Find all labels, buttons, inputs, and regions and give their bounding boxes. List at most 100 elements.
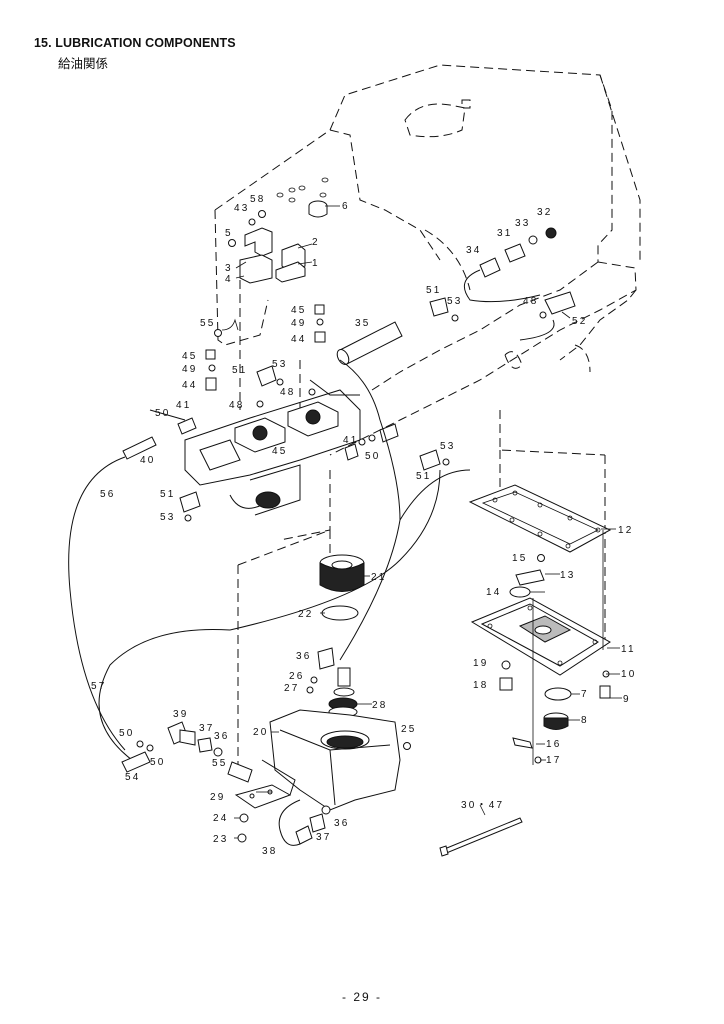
part-label-50: 52 [572, 316, 588, 327]
part-label-11: 11 [621, 644, 636, 655]
part-label-4: 4 [225, 274, 233, 285]
part-label-41b: 41 [343, 435, 359, 446]
oil-tube-upper [463, 269, 555, 341]
page-title: 15. LUBRICATION COMPONENTS [34, 36, 236, 50]
part-30-47-cable-tie [439, 817, 523, 857]
part-label-37b: 37 [316, 832, 332, 843]
part-label-45b: 48 [280, 387, 296, 398]
part-label-34: 34 [466, 245, 482, 256]
part-label-36a: 36 [296, 651, 312, 662]
part-58-53-screws [228, 210, 266, 247]
part-label-7: 7 [581, 689, 589, 700]
part-label-55: 56 [100, 489, 116, 500]
part-label-35: 35 [355, 318, 371, 329]
part-22-oring [321, 605, 359, 621]
page-number: - 29 - [341, 990, 382, 1004]
part-label-17: 17 [546, 755, 562, 766]
leader-lines [234, 205, 622, 839]
part-label-28: 28 [372, 700, 388, 711]
part-label-24: 24 [213, 813, 229, 824]
part-label-32: 32 [537, 207, 553, 218]
part-label-36b: 36 [214, 731, 230, 742]
part-25-screw [403, 742, 411, 750]
part-label-10: 10 [621, 669, 637, 680]
part-19-18-valve [499, 660, 513, 691]
part-48-56-tube-end [121, 740, 154, 773]
part-8-cap [543, 712, 569, 730]
part-label-16: 16 [546, 739, 562, 750]
part-48-41-joint [344, 423, 399, 461]
oil-tube-55 [68, 456, 126, 751]
part-10-9-screws [599, 670, 611, 699]
part-label-49c: 51 [416, 471, 432, 482]
part-label-22: 22 [298, 609, 314, 620]
part-26-27-nuts [306, 676, 318, 694]
part-label-30-47: 30・47 [461, 800, 504, 811]
part-label-3: 3 [225, 263, 233, 274]
oil-tube-57 [98, 469, 441, 761]
part-36-37-38-fittings-lower [278, 799, 331, 846]
part-40-tube-end [122, 436, 157, 460]
part-label-46a: 49 [291, 318, 307, 329]
part-label-57: 57 [91, 681, 107, 692]
part-label-27: 27 [284, 683, 300, 694]
part-41-fitting [177, 417, 197, 435]
part-label-51a: 53 [447, 296, 463, 307]
part-number-labels: 58 43 6 5 2 1 3 4 32 33 31 34 51 53 48 5… [91, 194, 637, 857]
part-label-23: 23 [213, 834, 229, 845]
part-label-26: 26 [289, 671, 305, 682]
part-11-cover-plate [470, 597, 611, 676]
part-39-elbow [167, 721, 196, 746]
part-label-49a: 51 [426, 285, 442, 296]
part-36-28-cap-assembly [317, 647, 358, 718]
part-49-51-clamp-mid [256, 365, 284, 387]
part-label-48c: 50 [119, 728, 135, 739]
part-29-bracket [234, 759, 296, 809]
part-52-screw [214, 318, 239, 337]
right-vertical-lines [532, 530, 604, 765]
part-label-48a: 50 [155, 408, 171, 419]
part-43-46-42-nozzle-lower [205, 349, 217, 391]
part-label-15: 15 [512, 553, 528, 564]
page-subtitle: 給油関係 [58, 56, 109, 71]
part-label-44: 45 [272, 446, 288, 457]
part-31-34-fittings [479, 227, 557, 278]
part-49-51-clamps-upper [429, 297, 459, 322]
part-label-9: 9 [623, 694, 631, 705]
part-37-36-fittings-left [197, 737, 223, 757]
part-label-36c: 36 [334, 818, 350, 829]
part-54-pipe [227, 761, 253, 783]
part-35-pipe [336, 321, 403, 365]
part-label-18: 18 [473, 680, 489, 691]
part-45-screws [256, 388, 316, 408]
part-label-43a: 45 [291, 305, 307, 316]
part-49-51-clamp-left [179, 491, 201, 522]
part-label-31: 31 [497, 228, 513, 239]
part-7-oring [544, 687, 572, 701]
part-label-53: 43 [234, 203, 250, 214]
part-label-41a: 41 [176, 400, 192, 411]
part-12-gasket [468, 484, 612, 553]
part-label-56: 54 [125, 772, 141, 783]
part-21-filter [319, 554, 365, 592]
part-20-oil-tank [269, 709, 401, 811]
part-label-37a: 37 [199, 723, 215, 734]
part-label-52: 55 [200, 318, 216, 329]
part-50-bracket [539, 291, 576, 319]
part-label-51c: 53 [440, 441, 456, 452]
part-label-51d: 53 [160, 512, 176, 523]
lower-shaft-frame [149, 379, 361, 516]
part-label-45c: 48 [229, 400, 245, 411]
part-label-54: 55 [212, 758, 228, 769]
part-label-39: 39 [173, 709, 189, 720]
part-label-5: 5 [225, 228, 233, 239]
part-44-bearing-housings [234, 401, 339, 453]
part-label-48d: 50 [150, 757, 166, 768]
part-15-13-14-parts [509, 554, 545, 598]
part-label-12: 12 [618, 525, 634, 536]
part-label-43b: 45 [182, 351, 198, 362]
part-label-25: 25 [401, 724, 417, 735]
part-16-17-clip-screw [512, 737, 542, 764]
part-label-13: 13 [560, 570, 576, 581]
